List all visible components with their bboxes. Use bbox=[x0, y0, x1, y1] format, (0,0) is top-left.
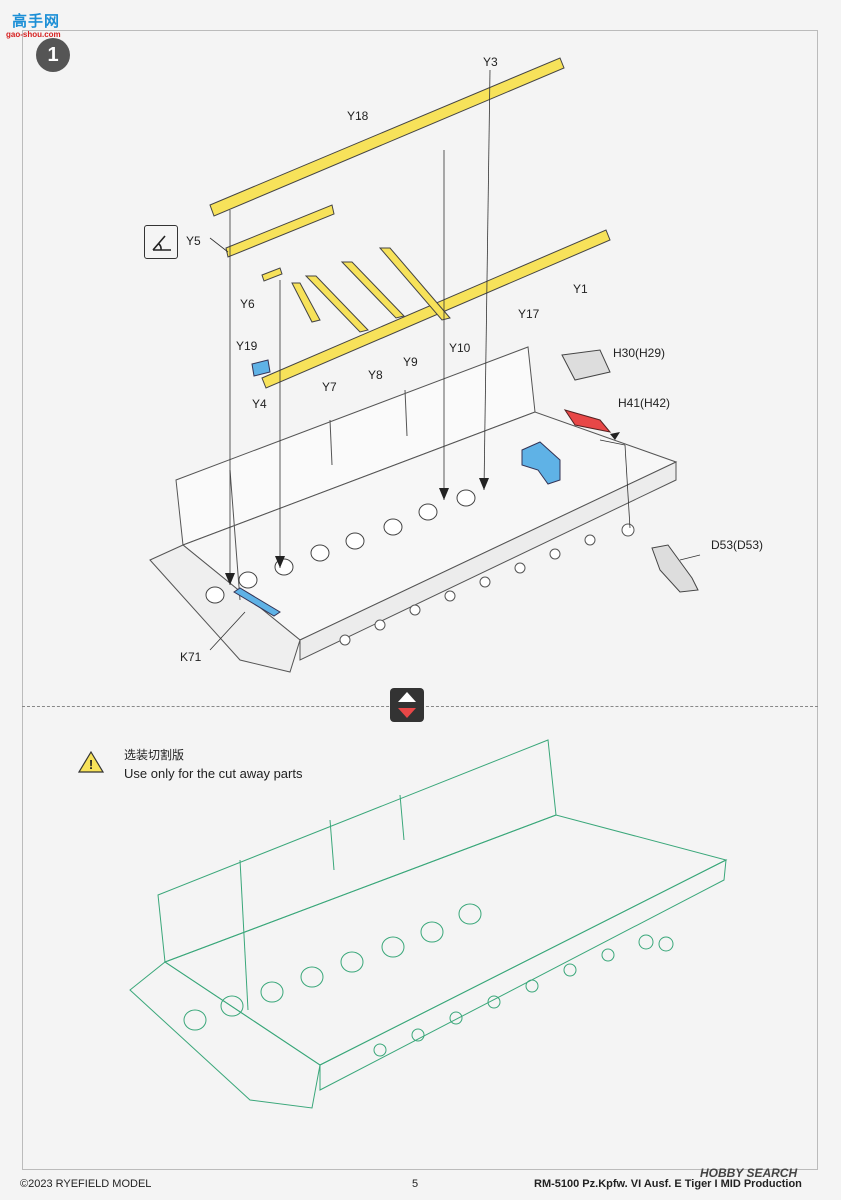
hobbysearch-logo: HOBBY SEARCH bbox=[700, 1166, 798, 1180]
part-h30 bbox=[561, 349, 611, 381]
part-y19 bbox=[251, 359, 271, 377]
label-y4: Y4 bbox=[252, 397, 267, 411]
note-text-en: Use only for the cut away parts bbox=[124, 766, 303, 781]
bend-symbol-icon bbox=[144, 225, 178, 259]
label-y7: Y7 bbox=[322, 380, 337, 394]
part-y6 bbox=[261, 267, 283, 282]
warning-triangle-icon: ! bbox=[77, 750, 105, 779]
part-k71 bbox=[233, 587, 281, 617]
footer-copyright: ©2023 RYEFIELD MODEL bbox=[20, 1178, 152, 1190]
label-h41: H41(H42) bbox=[618, 396, 671, 410]
label-y3: Y3 bbox=[483, 55, 498, 69]
svg-text:!: ! bbox=[89, 757, 93, 772]
part-y18-bar bbox=[209, 57, 565, 217]
label-k71: K71 bbox=[180, 650, 202, 664]
label-y8: Y8 bbox=[368, 368, 383, 382]
swap-arrows-icon bbox=[390, 688, 424, 722]
label-y19: Y19 bbox=[236, 339, 258, 353]
hull-front-plate bbox=[149, 544, 301, 673]
label-h30: H30(H29) bbox=[613, 346, 666, 360]
assembly-diagram-upper bbox=[149, 57, 701, 673]
part-y5-bar bbox=[225, 204, 335, 258]
part-blue-assembly bbox=[521, 441, 561, 485]
label-d53: D53(D53) bbox=[711, 538, 764, 552]
label-y1: Y1 bbox=[573, 282, 588, 296]
label-y10: Y10 bbox=[449, 341, 471, 355]
hull-right-side bbox=[299, 461, 677, 661]
watermark-cn: 高手网 bbox=[12, 12, 61, 30]
cutaway-diagram-lower bbox=[129, 739, 728, 1109]
label-y9: Y9 bbox=[403, 355, 418, 369]
label-y17: Y17 bbox=[518, 307, 540, 321]
footer-page-number: 5 bbox=[412, 1178, 419, 1190]
part-h41 bbox=[563, 409, 612, 433]
part-d53 bbox=[651, 544, 699, 593]
watermark-en: gao-shou.com bbox=[6, 30, 61, 39]
label-y18: Y18 bbox=[347, 109, 369, 123]
watermark-logo: 高手网 gao-shou.com bbox=[2, 6, 72, 39]
label-y5: Y5 bbox=[186, 234, 201, 248]
step-number-badge: 1 bbox=[36, 38, 70, 72]
note-text-cn: 选装切割版 bbox=[124, 748, 185, 762]
label-y6: Y6 bbox=[240, 297, 255, 311]
footer-product-title: RM-5100 Pz.Kpfw. VI Ausf. E Tiger I MID … bbox=[534, 1178, 802, 1190]
page-border bbox=[22, 30, 818, 1170]
